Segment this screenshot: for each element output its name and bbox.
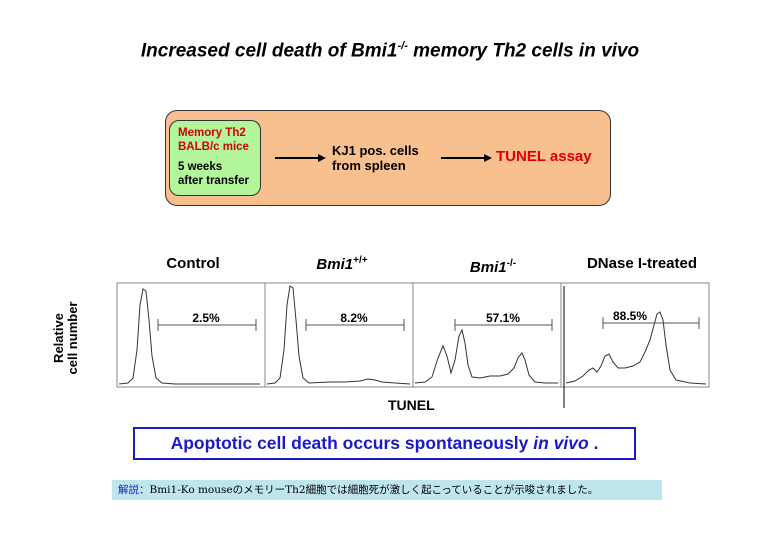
histogram-curve-bmi1-wt (266, 285, 411, 385)
x-axis-label: TUNEL (388, 397, 435, 413)
panel-frame-bmi1-wt (264, 282, 414, 388)
histogram-curve-bmi1-ko (414, 328, 558, 384)
flow-arrow-1-line (275, 157, 320, 159)
panel-frame-bmi1-ko (412, 282, 562, 388)
flow-arrow-1-head (318, 154, 326, 162)
percent-label-control: 2.5% (192, 311, 220, 325)
explanation-note: 解説：Bmi1-Ko mouseのメモリーTh2細胞では細胞死が激しく起こってい… (112, 480, 662, 500)
mouse-line3: 5 weeks (178, 161, 223, 173)
mouse-source-box: Memory Th2 BALB/c mice 5 weeks after tra… (169, 120, 261, 196)
histogram-curve-dnase (565, 311, 707, 385)
histogram-curve-control (118, 288, 260, 385)
panel-title-control: Control (166, 255, 220, 272)
mouse-line4: after transfer (178, 175, 249, 187)
flow-arrow-2-head (484, 154, 492, 162)
slide-title: Increased cell death of Bmi1-/- memory T… (140, 40, 640, 62)
flow-arrow-2-line (441, 157, 486, 159)
conclusion-box: Apoptotic cell death occurs spontaneousl… (133, 427, 636, 460)
panel-frame-control (116, 282, 266, 388)
tunel-assay-label: TUNEL assay (496, 148, 592, 165)
percent-label-bmi1-ko: 57.1% (486, 311, 520, 325)
panel-frame-dnase (560, 282, 710, 388)
cells-label: KJ1 pos. cells from spleen (332, 143, 419, 173)
mouse-line2: BALB/c mice (178, 141, 249, 153)
panel-title-bmi1-wt: Bmi1+/+ (316, 255, 368, 273)
percent-label-bmi1-wt: 8.2% (340, 311, 368, 325)
panel-title-dnase: DNase I-treated (586, 255, 698, 272)
percent-label-dnase: 88.5% (613, 309, 647, 323)
panel-title-bmi1-ko: Bmi1-/- (469, 258, 517, 276)
mouse-line1: Memory Th2 (178, 127, 246, 139)
